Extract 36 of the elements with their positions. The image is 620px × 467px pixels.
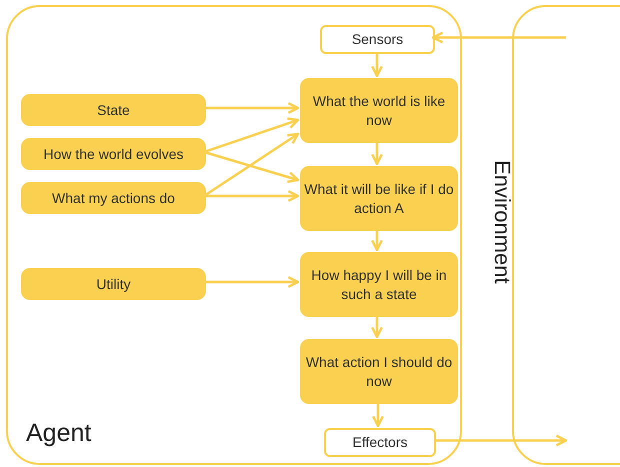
arrow bbox=[432, 32, 566, 44]
agent-frame bbox=[6, 5, 462, 465]
box-label: Utility bbox=[96, 274, 131, 294]
box-label: How happy I will be in such a state bbox=[310, 266, 448, 304]
process-box bbox=[300, 166, 458, 231]
box-label: Sensors bbox=[352, 30, 404, 49]
interface-box bbox=[320, 25, 435, 54]
process-box bbox=[300, 78, 458, 143]
arrow bbox=[204, 150, 300, 184]
arrow bbox=[434, 434, 568, 446]
environment-label: Environment bbox=[488, 160, 516, 284]
arrow bbox=[372, 402, 384, 428]
box-label: State bbox=[97, 100, 130, 120]
process-box bbox=[21, 268, 206, 300]
arrow bbox=[204, 102, 300, 114]
arrow bbox=[371, 229, 383, 252]
arrow bbox=[204, 190, 300, 202]
process-box bbox=[21, 94, 206, 126]
process-box bbox=[300, 252, 458, 317]
box-label: What the world is like now bbox=[312, 92, 446, 130]
arrow bbox=[204, 276, 300, 288]
process-box bbox=[21, 138, 206, 170]
arrow bbox=[371, 52, 383, 78]
process-box bbox=[21, 182, 206, 214]
box-label: What my actions do bbox=[52, 188, 175, 208]
box-label: Effectors bbox=[352, 433, 408, 452]
interface-box bbox=[324, 428, 436, 457]
arrow bbox=[204, 117, 300, 154]
box-label: How the world evolves bbox=[43, 144, 184, 164]
process-box bbox=[300, 339, 458, 404]
arrow bbox=[371, 141, 383, 166]
agent-label: Agent bbox=[26, 418, 92, 450]
box-label: What it will be like if I do action A bbox=[303, 180, 455, 218]
box-label: What action I should do now bbox=[304, 352, 454, 390]
arrow bbox=[203, 132, 300, 198]
arrow bbox=[371, 315, 383, 338]
